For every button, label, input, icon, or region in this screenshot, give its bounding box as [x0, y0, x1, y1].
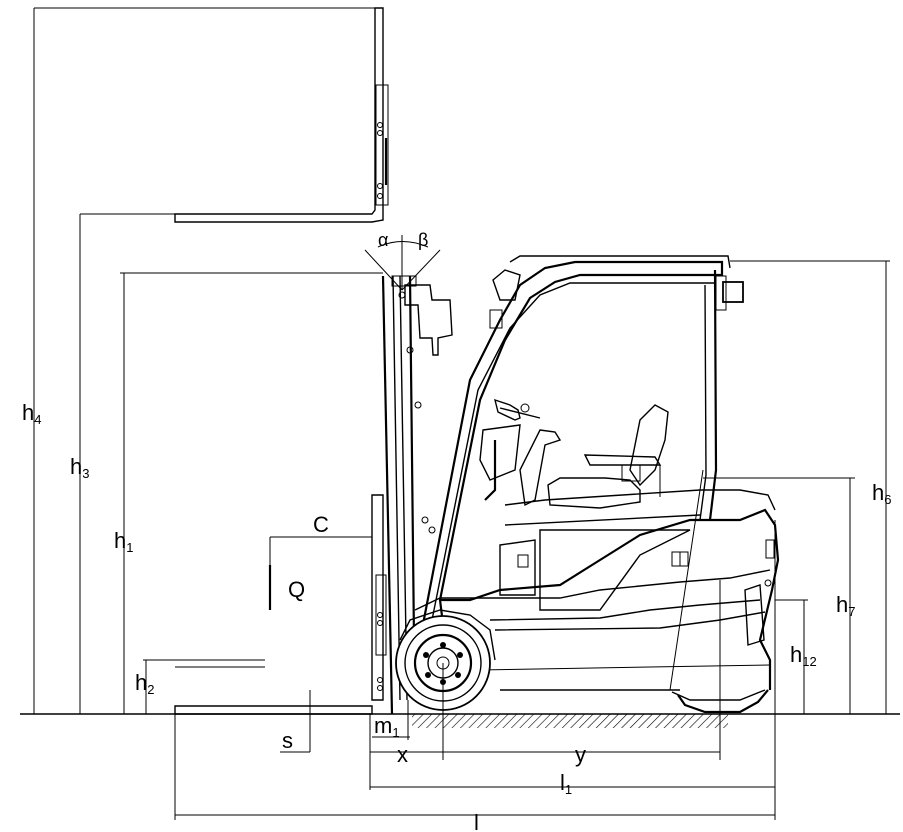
label-m1: m1: [374, 713, 400, 740]
fork-raised: [174, 7, 389, 223]
front-wheel: [395, 609, 496, 711]
label-h6: h6: [872, 480, 891, 507]
dimension-lines: [33, 7, 890, 820]
label-q: Q: [288, 577, 305, 602]
label-s: s: [282, 728, 293, 753]
label-h4: h4: [22, 400, 41, 427]
truck-body: [414, 469, 780, 691]
fork-load-position: [371, 494, 387, 701]
label-h1: h1: [114, 528, 133, 555]
ground-hatching: [412, 714, 728, 728]
operator-area: [479, 398, 669, 509]
label-l1: l1: [560, 770, 572, 797]
label-h2: h2: [135, 670, 154, 697]
label-x: x: [397, 742, 408, 767]
fork-ground: [174, 705, 373, 715]
label-alpha: α: [378, 230, 388, 250]
label-h7: h7: [836, 592, 855, 619]
label-y: y: [575, 742, 586, 767]
overhead-guard: [418, 255, 744, 641]
labels: h4 h3 h1 h2 C Q s m1 x y l1 l h6 h7 h12 …: [22, 230, 891, 832]
label-l: l: [474, 810, 479, 832]
label-h3: h3: [70, 454, 89, 481]
label-beta: β: [418, 230, 428, 250]
mast: [381, 275, 453, 715]
rear-wheel: [671, 689, 769, 714]
label-h12: h12: [790, 642, 817, 669]
fork-lifted-h2: [175, 659, 265, 668]
label-c: C: [313, 512, 329, 537]
ground: [20, 713, 900, 728]
